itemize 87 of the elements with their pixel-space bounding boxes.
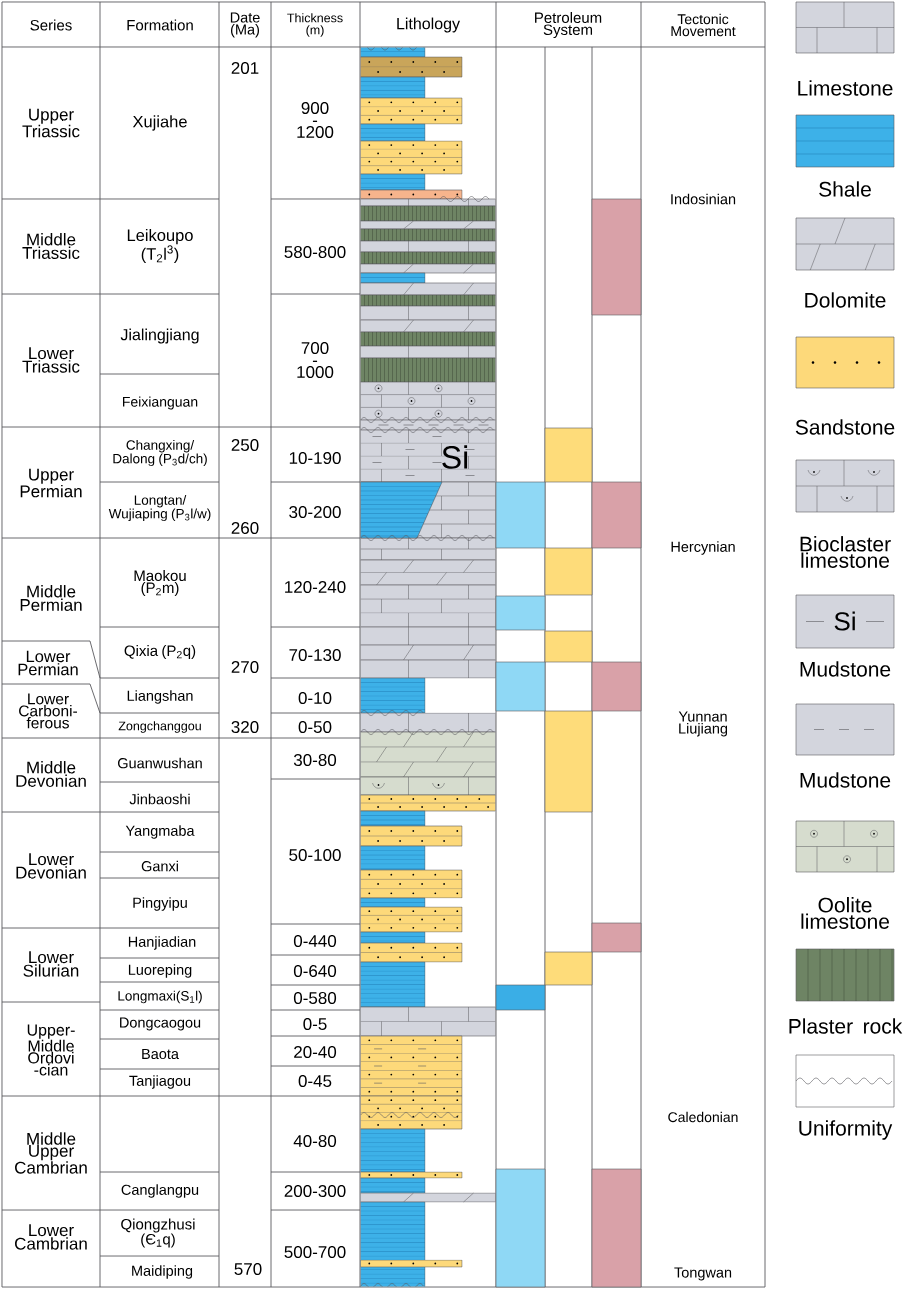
formation-label: Maokou (P$_{2}$m) [134,570,186,596]
thickness-label: 70-130 [289,649,341,662]
series-label: Upper Permian [20,468,82,498]
formation-label: Yangmaba [125,825,195,839]
thickness-label: 0-10 [298,692,332,705]
legend-label: Sandstone [795,419,895,435]
series-label: Upper-Middle Ordovi -cian [27,1024,75,1076]
thickness-label: 0-580 [293,992,337,1005]
formation-label: Maidiping [132,1265,193,1279]
series-label: Lower Permian [18,650,78,676]
series-label: Middle Triassic [22,233,80,259]
thickness-label: 0-45 [298,1075,332,1088]
legend-label: Mudstone [800,772,891,788]
column-header: Date (Ma) [230,12,260,38]
formation-label: Changxing/ Dalong (P$_{3}$d/ch) [113,439,207,467]
formation-label: Ganxi [141,860,178,872]
column-header: Series [30,19,72,31]
series-label: Lower Cambrian [15,1224,87,1250]
thickness-label: 500-700 [284,1246,346,1259]
age-label: 201 [231,62,259,74]
formation-label: Dongcaogou [120,1017,201,1031]
formation-label: Tanjiagou [129,1075,191,1089]
series-label: Lower Triassic [22,347,80,373]
formation-label: Longtan/ Wujiaping (P$_{3}$l/w) [108,494,211,522]
legend-label: Shale [819,181,871,197]
formation-label: Hanjiadian [128,936,196,950]
formation-label: Guanwushan [118,757,202,769]
formation-label: Canglangpu [121,1184,199,1198]
thickness-label: 0-5 [303,1018,327,1031]
legend-label: Limestone [798,80,893,96]
formation-label: Feixianguan [123,396,198,410]
symbol-label: Si [834,611,855,631]
thickness-label: 700 - 1000 [297,342,334,379]
formation-label: Leikoupo (T$_{2}$l$^{3}$) [127,228,193,264]
lithology-symbol-label: Si [442,445,468,469]
thickness-label: 0-440 [293,935,337,948]
column-header: Thickness (m) [287,13,343,37]
formation-label: Pingyipu [133,897,187,911]
tectonic-event-label: Caledonian [668,1111,738,1123]
thickness-label: 580-800 [284,246,346,258]
thickness-label: 30-200 [289,506,341,519]
formation-label: Liangshan [127,690,193,704]
legend-label: Bioclaster limestone [800,536,891,568]
formation-label: Jinbaoshi [129,793,190,805]
thickness-label: 0-50 [298,721,332,734]
series-label: Middle Devonian [16,761,86,787]
formation-label: Jialingjiang [120,328,199,344]
legend-label: Oolite limestone [801,897,889,929]
thickness-label: 10-190 [289,452,341,465]
series-label: Upper Triassic [22,108,80,138]
series-label: Lower Devonian [16,853,86,879]
column-header: Tectonic Movement [671,13,736,37]
formation-label: Luoreping [128,964,192,978]
series-label: Middle Permian [20,585,82,611]
column-header: Formation [127,19,193,31]
age-label: 320 [231,721,259,734]
formation-label: Zongchanggou [118,721,201,733]
tectonic-event-label: Yunnan Liujiang [678,711,728,737]
formation-label: Qixia (P$_{2}$q) [124,645,196,659]
column-header: Lithology [397,17,460,33]
legend-label: Mudstone [800,661,891,677]
legend-label: Plaster rock [789,1018,903,1034]
formation-label: Qiongzhusi (Є$_{1}$q) [121,1218,195,1248]
thickness-label: 200-300 [284,1185,346,1198]
legend-label: Dolomite [805,292,886,308]
thickness-label: 30-80 [293,754,337,767]
thickness-label: 120-240 [285,581,346,594]
column-header: Petroleum System [535,12,602,38]
thickness-label: 900 - 1200 [297,102,334,138]
thickness-label: 40-80 [293,1135,337,1148]
age-label: 570 [234,1263,262,1276]
age-label: 260 [231,522,259,535]
series-label: Lower Silurian [23,951,79,977]
legend-label: Uniformity [799,1120,893,1140]
tectonic-event-label: Indosinian [671,193,736,205]
age-label: 270 [231,661,259,674]
series-label: Middle Upper Cambrian [15,1132,87,1174]
age-label: 250 [231,439,259,452]
series-label: Lower Carboni-ferous [19,693,77,729]
tectonic-event-label: Hercynian [671,541,735,555]
thickness-label: 0-640 [293,965,337,978]
thickness-label: 20-40 [294,1046,337,1059]
tectonic-event-label: Tongwan [674,1267,732,1281]
formation-label: Baota [142,1048,179,1060]
formation-label: Longmaxi(S$_{1}$l) [118,990,202,1004]
formation-label: Xujiahe [132,115,187,131]
thickness-label: 50-100 [289,849,341,862]
